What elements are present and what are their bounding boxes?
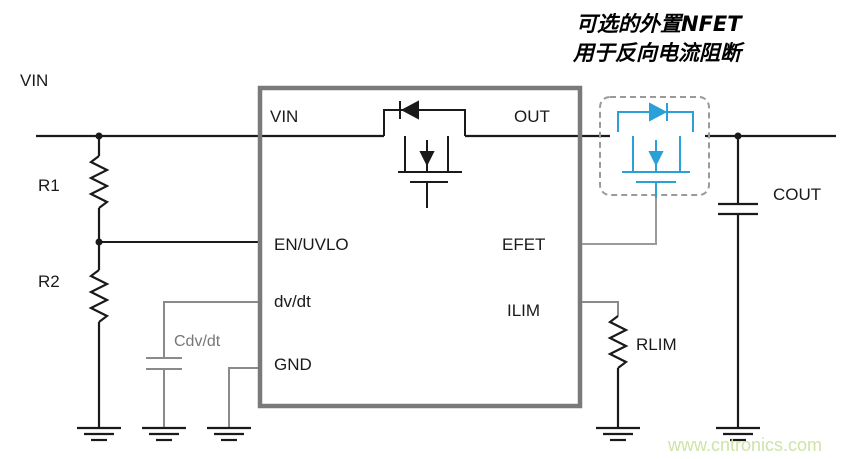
note-line-2: 用于反向电流阻断 — [572, 41, 745, 65]
pin-label-en-uvlo: EN/UVLO — [274, 235, 349, 254]
ground-cdvdt — [142, 426, 186, 442]
pin-label-efet: EFET — [502, 235, 545, 254]
note-line-1: 可选的外置NFET — [576, 12, 743, 36]
wire-efet — [582, 198, 657, 245]
label-rlim: RLIM — [636, 335, 677, 354]
watermark: www.cntronics.com — [667, 435, 822, 455]
external-nfet — [617, 102, 694, 198]
ground-cout — [716, 426, 760, 442]
label-cout: COUT — [773, 185, 821, 204]
label-r1: R1 — [38, 176, 60, 195]
label-cdvdt: Cdv/dt — [174, 333, 221, 350]
capacitor-cout — [718, 136, 758, 428]
label-r2: R2 — [38, 272, 60, 291]
ground-ic — [207, 426, 251, 442]
nfet-dashed-box — [599, 96, 710, 196]
wire-gnd — [228, 367, 262, 428]
internal-mosfet — [383, 100, 466, 208]
ic-outline — [257, 85, 583, 409]
resistor-r2 — [88, 242, 110, 428]
capacitor-cdvdt — [146, 301, 262, 428]
pin-label-ilim: ILIM — [507, 301, 540, 320]
pin-label-vin: VIN — [270, 107, 298, 126]
pin-label-gnd: GND — [274, 355, 312, 374]
pin-label-out: OUT — [514, 107, 550, 126]
resistor-rlim — [582, 301, 629, 428]
ground-r2 — [77, 426, 121, 442]
resistor-r1 — [88, 136, 110, 242]
pin-label-dvdt: dv/dt — [274, 292, 311, 311]
ground-rlim — [596, 426, 640, 442]
label-vin-rail: VIN — [20, 71, 48, 90]
